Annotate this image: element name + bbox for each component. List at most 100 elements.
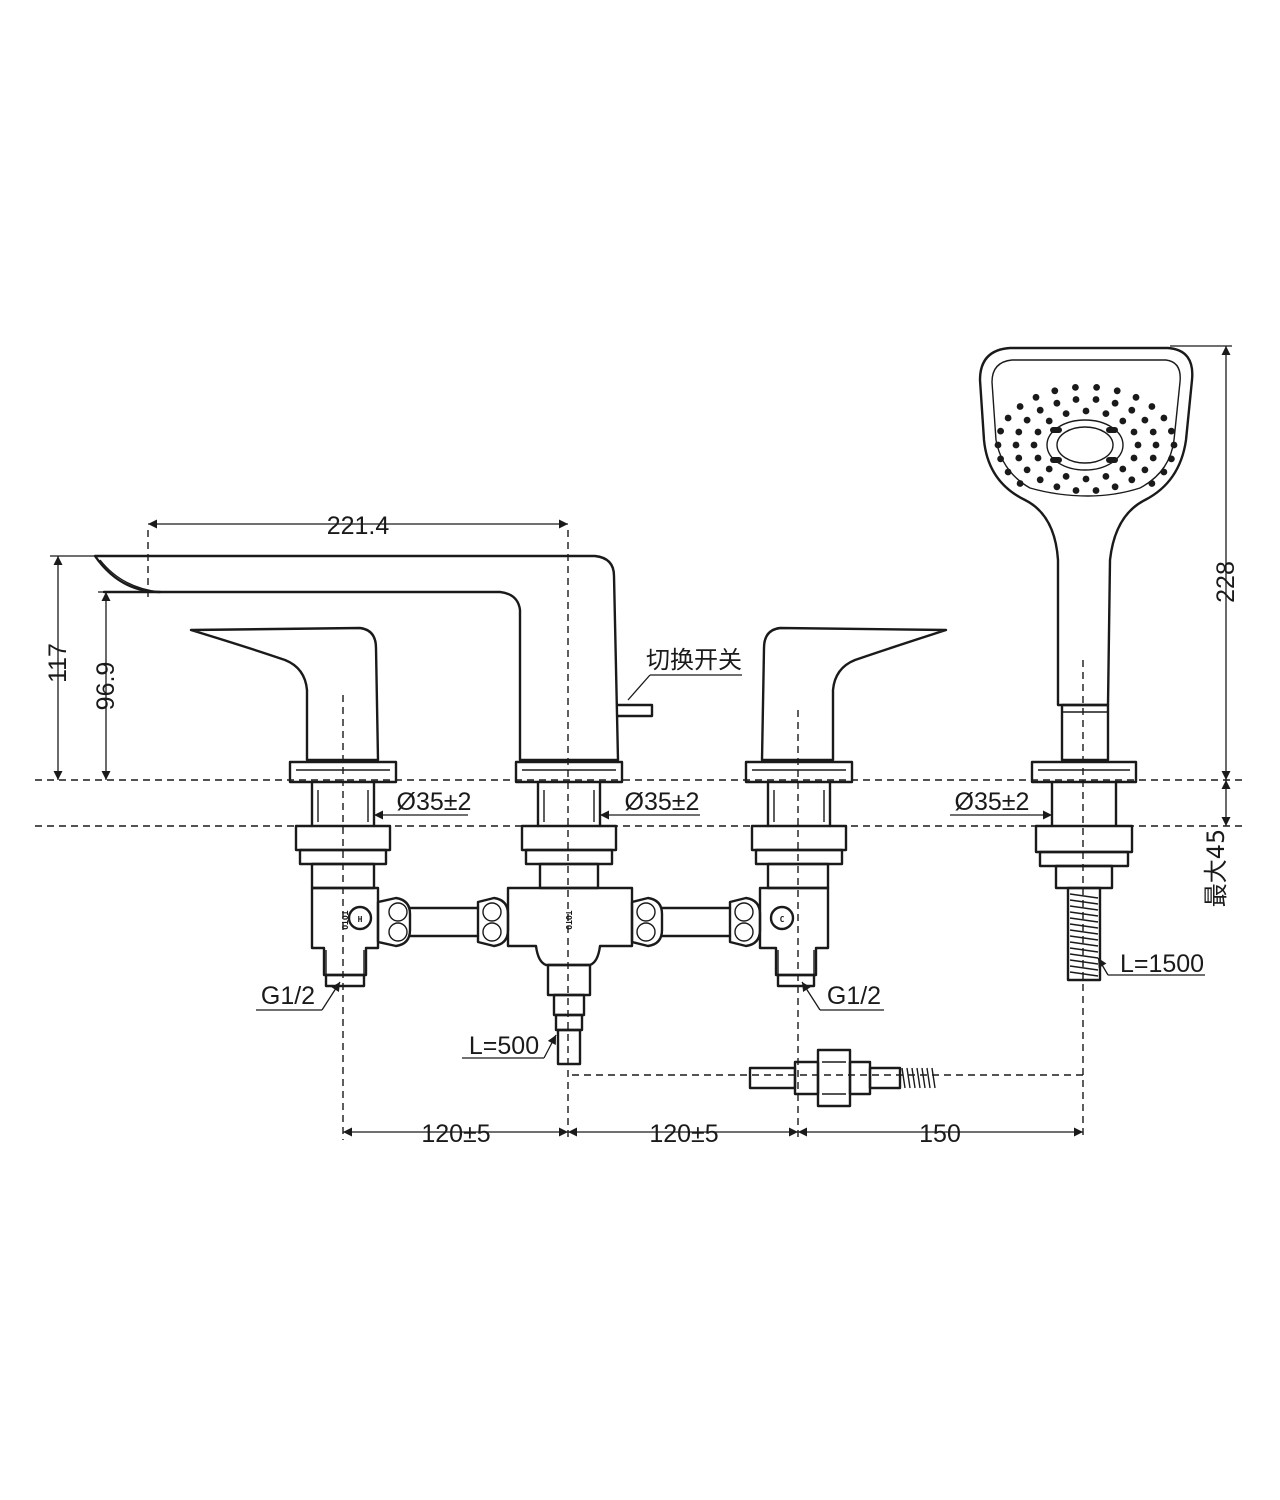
- hand-shower: [978, 346, 1194, 890]
- right-valve-body: [758, 886, 830, 988]
- spray-hole: [1015, 454, 1023, 462]
- right-handle: [744, 626, 948, 890]
- spray-hole: [1015, 428, 1023, 436]
- spray-hole: [1036, 476, 1044, 484]
- max-deck-thickness-label: 最大45: [1202, 829, 1230, 908]
- spray-hole: [1170, 441, 1178, 449]
- spray-hole: [1062, 410, 1070, 417]
- spray-hole: [1030, 441, 1038, 449]
- spray-hole: [1130, 454, 1138, 462]
- spout-reach-label: 221.4: [327, 512, 390, 540]
- hose-coil: [1069, 941, 1099, 947]
- hose-coil: [1069, 923, 1099, 929]
- inlet-right-label: G1/2: [827, 982, 881, 1010]
- end-coil: [906, 1067, 911, 1089]
- spray-hole: [1072, 396, 1080, 403]
- spray-hole: [1072, 384, 1079, 391]
- spray-hole: [1045, 465, 1053, 473]
- hand-shower-length-label: 228: [1212, 561, 1240, 603]
- centre-lines: [147, 530, 1084, 1140]
- spray-hole: [1062, 473, 1070, 480]
- hose-end-connector: [748, 1048, 936, 1108]
- cold-mark: C: [780, 915, 785, 924]
- spray-hole: [1012, 441, 1020, 449]
- dimension-lines: [50, 345, 1232, 1137]
- spray-hole: [1148, 480, 1156, 487]
- spray-hole: [1134, 441, 1142, 449]
- spray-hole: [1004, 414, 1012, 422]
- hose-coil: [1069, 971, 1099, 977]
- hole-dia-shower-label: Ø35±2: [955, 788, 1030, 816]
- spray-hole: [1023, 416, 1031, 424]
- spray-hole: [1034, 454, 1042, 462]
- spray-hole: [1149, 428, 1157, 436]
- spray-hole: [994, 441, 1002, 449]
- spray-hole: [1045, 417, 1053, 425]
- spray-hole: [1023, 466, 1031, 474]
- spray-hole: [1132, 393, 1140, 401]
- spray-hole: [1082, 407, 1090, 415]
- spray-hole: [1036, 406, 1044, 414]
- pipe-left: [408, 896, 510, 948]
- hose-coil: [1069, 965, 1099, 971]
- outlet-hose-label: L=500: [469, 1032, 539, 1060]
- spray-hole: [1102, 410, 1110, 417]
- shower-hose: [1066, 886, 1102, 982]
- spray-hole: [1160, 414, 1168, 422]
- spray-hole: [1128, 406, 1136, 414]
- spray-hole: [1093, 384, 1100, 391]
- spray-hole: [1119, 465, 1127, 473]
- spray-nozzle: [1050, 427, 1062, 433]
- spray-hole: [1082, 475, 1090, 483]
- spray-hole: [1149, 454, 1157, 462]
- spray-hole: [1119, 417, 1127, 425]
- spray-hole: [1053, 483, 1061, 491]
- hose-coil: [1069, 917, 1099, 923]
- spray-hole: [1141, 466, 1149, 474]
- end-coil: [916, 1067, 921, 1089]
- inlet-left-label: G1/2: [261, 982, 315, 1010]
- hose-coil: [1069, 929, 1099, 935]
- hose-coil: [1069, 947, 1099, 953]
- spray-hole: [1034, 428, 1042, 436]
- spray-hole: [1141, 416, 1149, 424]
- end-coil: [901, 1067, 906, 1089]
- end-coil: [931, 1067, 936, 1089]
- centre-valve-body: [506, 886, 634, 1066]
- end-coil: [911, 1067, 916, 1089]
- spacing-right-label: 120±5: [649, 1120, 718, 1148]
- spray-hole: [1168, 455, 1175, 463]
- spray-hole: [1053, 399, 1061, 407]
- diverter-label: 切换开关: [646, 646, 742, 674]
- spray-hole: [997, 455, 1004, 463]
- spray-nozzle: [1050, 457, 1062, 463]
- spray-nozzle: [1106, 457, 1118, 463]
- end-coil: [926, 1067, 931, 1089]
- spray-hole: [1016, 480, 1024, 487]
- spray-hole: [1128, 476, 1136, 484]
- shower-spray-holes: [994, 384, 1178, 494]
- spray-hole: [1130, 428, 1138, 436]
- spray-hole: [1032, 393, 1040, 401]
- left-valve-body: [310, 886, 412, 988]
- hole-dia-centre-label: Ø35±2: [625, 788, 700, 816]
- end-coil: [921, 1067, 926, 1089]
- spray-hole: [1092, 487, 1100, 494]
- hose-coil: [1069, 953, 1099, 959]
- spray-hole: [1152, 441, 1160, 449]
- hose-coil: [1069, 935, 1099, 941]
- spray-hole: [1160, 468, 1168, 476]
- spray-hole: [1168, 427, 1175, 435]
- left-handle: [189, 626, 398, 890]
- spray-hole: [1092, 396, 1100, 403]
- brand-mark-left: TOTO: [340, 910, 349, 929]
- hot-mark: H: [358, 915, 363, 924]
- brand-mark-centre: TOTO: [564, 910, 573, 929]
- shower-hose-label: L=1500: [1120, 950, 1204, 978]
- spray-hole: [1111, 483, 1119, 491]
- total-height-label: 117: [44, 643, 72, 683]
- spray-hole: [1016, 403, 1024, 410]
- spray-hole: [1113, 387, 1121, 395]
- hole-dia-left-label: Ø35±2: [397, 788, 472, 816]
